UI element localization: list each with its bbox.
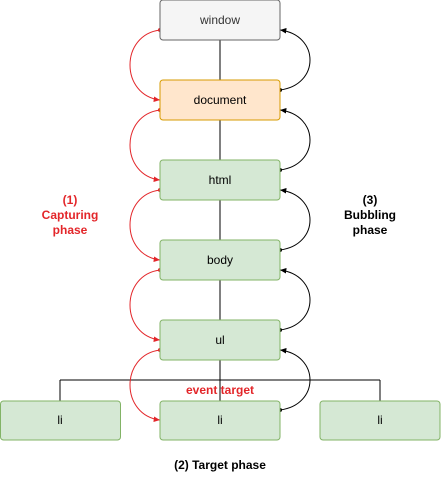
bubble-arrow-body-html bbox=[278, 188, 311, 252]
bubbling-phase-line2: phase bbox=[353, 223, 388, 237]
bubble-arrow-li-ul bbox=[278, 348, 311, 412]
bubble-arrow-ul-body bbox=[278, 268, 311, 332]
node-body: body bbox=[159, 239, 281, 281]
node-li-right: li bbox=[319, 400, 441, 441]
node-html-label: html bbox=[209, 173, 232, 187]
node-window: window bbox=[159, 0, 281, 41]
node-ul: ul bbox=[159, 319, 281, 361]
node-li-left: li bbox=[0, 400, 121, 441]
node-document: document bbox=[159, 79, 281, 121]
node-li-left-label: li bbox=[57, 413, 62, 427]
capturing-phase-line1: Capturing bbox=[42, 208, 99, 222]
capturing-phase-number: (1) bbox=[63, 193, 78, 207]
node-html: html bbox=[159, 159, 281, 201]
node-window-label: window bbox=[199, 13, 240, 27]
target-phase-label: (2) Target phase bbox=[174, 458, 266, 472]
node-li-center: li bbox=[159, 400, 281, 441]
capturing-phase-line2: phase bbox=[53, 223, 88, 237]
node-ul-label: ul bbox=[215, 333, 224, 347]
bubbling-phase-label: (3) Bubbling phase bbox=[344, 193, 396, 237]
event-target-label: event target bbox=[186, 383, 254, 397]
bubble-arrow-document-window bbox=[278, 28, 311, 92]
bubbling-arrows bbox=[278, 28, 311, 412]
capturing-arrows bbox=[129, 28, 162, 422]
capture-arrow-document-html bbox=[129, 108, 162, 182]
capture-arrow-ul-li bbox=[129, 348, 162, 422]
capture-arrow-window-document bbox=[129, 28, 162, 102]
bubbling-phase-number: (3) bbox=[363, 193, 378, 207]
bubbling-phase-line1: Bubbling bbox=[344, 208, 396, 222]
bubble-arrow-html-document bbox=[278, 108, 311, 172]
node-document-label: document bbox=[194, 93, 247, 107]
capture-arrow-body-ul bbox=[129, 268, 162, 342]
capturing-phase-label: (1) Capturing phase bbox=[42, 193, 99, 237]
node-body-label: body bbox=[207, 253, 233, 267]
node-li-right-label: li bbox=[377, 413, 382, 427]
capture-arrow-html-body bbox=[129, 188, 162, 262]
node-li-center-label: li bbox=[217, 413, 222, 427]
